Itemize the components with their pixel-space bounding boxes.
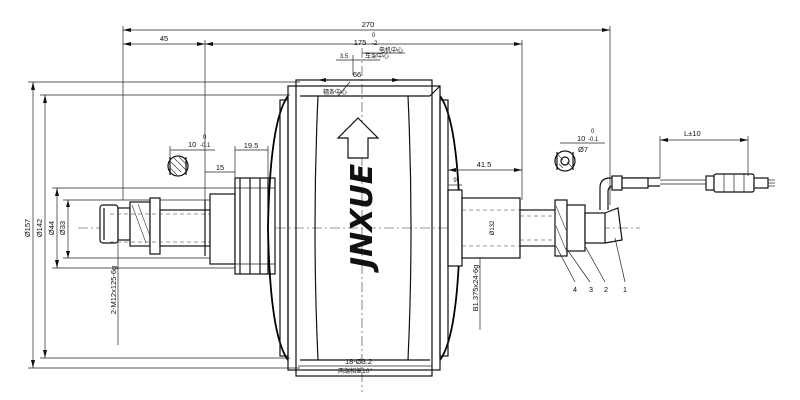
flat-left-10: 10 xyxy=(188,140,196,149)
flat-right-tol-bot: -0.1 xyxy=(588,137,599,143)
right-dimensions: 9 41.5 Ø132 B1.375x24-6g xyxy=(447,160,522,330)
callout-4: 4 xyxy=(573,285,577,294)
brand-logo: JNXUE xyxy=(345,163,380,273)
dim-175: 175 xyxy=(354,38,367,47)
left-axle xyxy=(99,193,236,265)
offset-note: 车架中心 xyxy=(365,52,389,60)
dim-175-tol: -2 xyxy=(372,41,378,47)
callout-3: 3 xyxy=(589,285,593,294)
rim-note: 辐条中心 xyxy=(323,88,347,96)
dim-d142: Ø142 xyxy=(35,219,44,237)
dim-175-tol-top: 0 xyxy=(372,33,376,39)
dim-9: 9 xyxy=(453,178,457,184)
dim-d33: Ø33 xyxy=(58,221,67,235)
holes-note: 18-Ø3.2 两端相差10° xyxy=(298,357,432,375)
right-flat-detail: 0 10 -0.1 Ø7 xyxy=(554,129,605,172)
phi7: Ø7 xyxy=(578,145,588,154)
flat-left-tol-top: 0 xyxy=(203,135,207,141)
top-dimensions: 270 45 175 0 -2 电机中心 3.5 车架中心 66 辐条中心 xyxy=(122,20,611,392)
right-axle: L±10 xyxy=(447,129,775,267)
hub-shell xyxy=(267,79,461,377)
dim-d132: Ø132 xyxy=(490,220,496,235)
flat-left-tol-bot: -0.1 xyxy=(200,143,211,149)
dim-66: 66 xyxy=(353,70,361,79)
thread-right: B1.375x24-6g xyxy=(471,265,480,312)
holes-count: 18-Ø3.2 xyxy=(345,357,372,366)
dim-19-5: 19.5 xyxy=(244,141,259,150)
dim-d44: Ø44 xyxy=(47,221,56,235)
center-note: 电机中心 xyxy=(379,46,403,54)
thread-left: 2-M12x125-6g xyxy=(109,266,118,314)
dim-41-5: 41.5 xyxy=(477,160,492,169)
callout-1: 1 xyxy=(623,285,627,294)
dim-15: 15 xyxy=(216,163,224,172)
dim-3-5: 3.5 xyxy=(340,54,349,60)
up-arrow-icon xyxy=(336,117,380,159)
left-diameter-dims: Ø157 Ø142 Ø44 Ø33 xyxy=(23,81,300,369)
part-callouts: 4 3 2 1 xyxy=(555,237,627,294)
holes-angle-note: 两端相差10° xyxy=(338,367,373,375)
flat-right-10: 10 xyxy=(577,134,585,143)
flat-right-tol-top: 0 xyxy=(591,129,595,135)
dim-cable: L±10 xyxy=(684,129,701,138)
left-flat-detail: 0 10 -0.1 xyxy=(167,135,215,177)
callout-2: 2 xyxy=(604,285,608,294)
dim-d157: Ø157 xyxy=(23,219,32,237)
dim-45: 45 xyxy=(160,34,168,43)
dim-270: 270 xyxy=(362,20,375,29)
